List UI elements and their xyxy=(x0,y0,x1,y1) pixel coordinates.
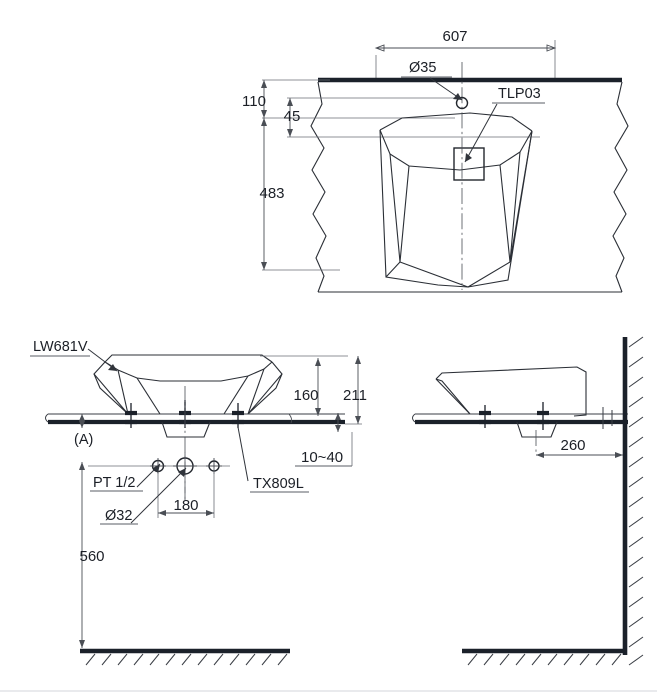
dim-a-group xyxy=(79,414,85,428)
dim-260: 260 xyxy=(560,437,585,454)
dim-45-group xyxy=(287,97,540,138)
label-dia32: Ø32 xyxy=(105,508,132,524)
dim-10-40: 10~40 xyxy=(301,449,343,466)
side-left-view-group: LW681V (A) PT 1/2 Ø32 TX809L 160 211 10~… xyxy=(30,339,367,666)
leader-dia35 xyxy=(401,76,463,101)
label-tx809l: TX809L xyxy=(253,476,304,492)
dim-607: 607 xyxy=(442,28,467,45)
label-dia35: Ø35 xyxy=(409,60,436,76)
dim-110: 110 xyxy=(242,93,266,110)
dim-560-group xyxy=(79,462,85,648)
dim-160-group xyxy=(260,355,348,416)
dim-10-40-group xyxy=(288,413,353,467)
front-view-group: 607 110 45 483 Ø35 TLP03 xyxy=(242,28,629,293)
mounting-bolt-1 xyxy=(125,403,137,428)
mounting-bolt-right-2 xyxy=(537,402,549,430)
leader-tlp03 xyxy=(464,102,545,163)
basin-front-outline xyxy=(379,112,533,288)
break-line-left xyxy=(310,81,327,293)
dim-483: 483 xyxy=(259,185,284,202)
dim-607-group xyxy=(374,40,557,82)
counter-cutout-left xyxy=(161,421,211,438)
dim-45: 45 xyxy=(284,108,301,125)
label-lw681v: LW681V xyxy=(33,339,88,355)
basin-side-right-outline xyxy=(435,366,587,417)
label-datum-a: (A) xyxy=(74,432,93,448)
dim-180-group xyxy=(157,468,215,518)
counter-end-marks xyxy=(602,407,613,429)
dim-560: 560 xyxy=(79,548,104,565)
dim-180: 180 xyxy=(173,497,198,514)
dim-160: 160 xyxy=(293,387,318,404)
floor-left xyxy=(80,648,290,666)
wall-right xyxy=(462,336,644,666)
faucet-hole-front xyxy=(455,96,469,110)
side-right-view-group: 260 xyxy=(412,336,644,666)
dim-483-group xyxy=(261,118,340,271)
dim-110-group xyxy=(261,79,455,119)
counter-slab-right xyxy=(412,413,628,425)
trap-outlet-box xyxy=(453,147,485,181)
mounting-bolt-right-1 xyxy=(479,405,491,428)
leader-dia32 xyxy=(100,467,187,525)
dim-211: 211 xyxy=(343,387,367,404)
label-pt12: PT 1/2 xyxy=(93,475,135,491)
leader-tx809l xyxy=(237,426,309,493)
label-tlp03: TLP03 xyxy=(498,86,541,102)
leader-lw681v xyxy=(30,348,118,372)
dim-211-group xyxy=(345,356,362,425)
basin-side-outline xyxy=(93,354,283,415)
break-line-right xyxy=(612,81,629,293)
leader-pt12 xyxy=(90,463,161,492)
counter-slab-left xyxy=(45,413,345,425)
counter-cutout-right xyxy=(516,421,558,438)
dim-260-group xyxy=(536,452,623,458)
mounting-bolt-3 xyxy=(232,403,244,428)
